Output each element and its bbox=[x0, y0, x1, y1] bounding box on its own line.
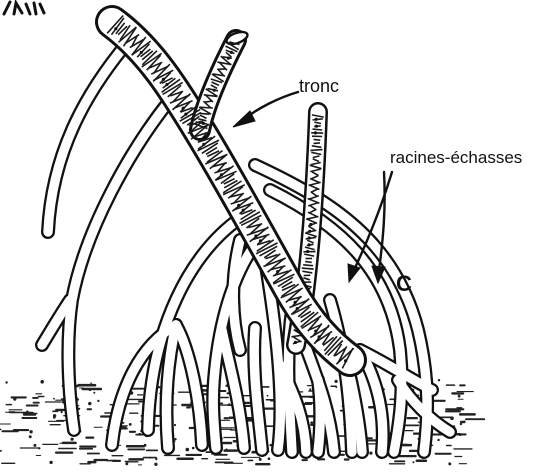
ground-dot bbox=[268, 457, 271, 460]
ground-dot bbox=[79, 445, 81, 447]
ground-dot bbox=[155, 458, 157, 460]
bark-speck bbox=[294, 301, 297, 304]
label-stilt-roots: racines-échasses bbox=[390, 148, 522, 167]
ground-dot bbox=[49, 461, 52, 464]
bark-speck bbox=[242, 209, 245, 212]
ground-dot bbox=[13, 397, 16, 400]
bark-speck bbox=[314, 131, 317, 134]
ground-dot bbox=[369, 452, 372, 455]
bark-speck bbox=[213, 89, 216, 92]
ground-dot bbox=[335, 386, 337, 388]
bark-hatch bbox=[305, 261, 312, 262]
bark-speck bbox=[237, 204, 240, 207]
ground-dot bbox=[310, 421, 313, 424]
ground-dot bbox=[90, 382, 92, 384]
ground-dot bbox=[450, 416, 454, 420]
bark-hatch bbox=[313, 129, 323, 130]
ground-dot bbox=[29, 435, 32, 438]
ground-dot bbox=[460, 423, 462, 425]
ground-dot bbox=[335, 380, 338, 383]
bark-speck bbox=[309, 223, 312, 226]
ground-dot bbox=[125, 462, 128, 465]
bark-speck bbox=[165, 83, 168, 86]
bark-hatch bbox=[314, 139, 321, 140]
bark-speck bbox=[162, 78, 165, 81]
bark-hatch bbox=[314, 143, 321, 144]
ground-dot bbox=[93, 392, 95, 394]
ground-dot bbox=[129, 423, 132, 426]
bark-speck bbox=[308, 243, 311, 246]
stilt-roots bbox=[42, 42, 450, 452]
ground-dot bbox=[40, 380, 44, 384]
ground-dot bbox=[53, 398, 55, 400]
ground-dot bbox=[437, 439, 439, 441]
bark-speck bbox=[227, 57, 230, 60]
ground-dot bbox=[412, 461, 414, 463]
ground-dot bbox=[448, 462, 451, 465]
bark-speck bbox=[315, 118, 318, 121]
bark-speck bbox=[306, 250, 309, 253]
ground-dot bbox=[458, 395, 461, 398]
bark-speck bbox=[259, 239, 262, 242]
bark-speck bbox=[230, 51, 233, 54]
bark-hatch bbox=[302, 268, 314, 269]
ground-dot bbox=[186, 448, 190, 452]
ground-dot bbox=[259, 458, 262, 461]
ground-dot bbox=[29, 430, 32, 433]
bark-speck bbox=[296, 307, 299, 310]
ground-dot bbox=[33, 444, 36, 447]
ground-dot bbox=[267, 395, 269, 397]
ground-dot bbox=[138, 433, 141, 436]
ground-dot bbox=[53, 416, 56, 419]
ground-dot bbox=[26, 411, 29, 414]
bark-hatch bbox=[310, 150, 322, 151]
root-path bbox=[48, 42, 128, 232]
ground-dot bbox=[5, 381, 7, 383]
bark-hatch bbox=[199, 113, 210, 114]
ground-dot bbox=[463, 421, 465, 423]
bark-speck bbox=[182, 107, 185, 110]
bark-speck bbox=[318, 335, 321, 338]
ground-dot bbox=[144, 444, 147, 447]
bark-speck bbox=[114, 27, 117, 30]
ground-dot bbox=[0, 450, 2, 452]
ground-dot bbox=[71, 438, 74, 441]
bark-speck bbox=[344, 359, 347, 362]
bark-speck bbox=[314, 330, 317, 333]
ground-dot bbox=[174, 438, 176, 440]
bark-speck bbox=[140, 51, 143, 54]
bark-speck bbox=[184, 113, 187, 116]
ground-dot bbox=[154, 463, 157, 466]
ground-dot bbox=[38, 447, 40, 449]
ground-dot bbox=[309, 388, 311, 390]
label-trunk: tronc bbox=[299, 76, 339, 96]
ground-dot bbox=[89, 389, 92, 392]
ground-dot bbox=[459, 433, 462, 436]
ground-dot bbox=[174, 424, 176, 426]
bark-speck bbox=[202, 122, 205, 125]
ground-dot bbox=[88, 402, 91, 405]
ground-dot bbox=[61, 411, 63, 413]
ground-dot bbox=[226, 448, 228, 450]
ground-dot bbox=[438, 379, 440, 381]
bark-speck bbox=[220, 173, 223, 176]
bark-speck bbox=[202, 143, 205, 146]
ground-dot bbox=[192, 447, 195, 450]
bark-speck bbox=[308, 236, 311, 239]
bark-speck bbox=[315, 125, 318, 128]
ground-dot bbox=[228, 403, 230, 405]
label-panel-letter: C bbox=[396, 271, 412, 296]
ground-dot bbox=[0, 429, 1, 431]
bark-speck bbox=[308, 230, 311, 233]
cropped-mark bbox=[4, 2, 44, 14]
ground-dot bbox=[149, 457, 151, 459]
bark-speck bbox=[254, 234, 257, 237]
stilt-roots-pointer-right bbox=[372, 172, 385, 283]
bark-hatch bbox=[303, 265, 313, 266]
ground-dot bbox=[97, 400, 99, 402]
trunk-pointer bbox=[233, 92, 298, 127]
bark-speck bbox=[276, 270, 279, 273]
bark-speck bbox=[294, 341, 297, 344]
